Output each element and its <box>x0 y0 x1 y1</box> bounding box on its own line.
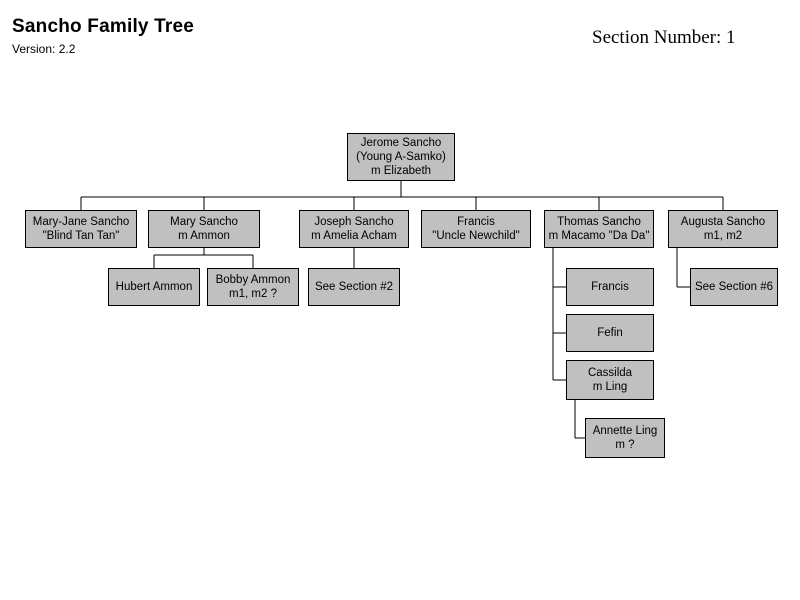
tree-node-line: Annette Ling <box>592 425 658 437</box>
tree-node-line: Francis <box>591 281 629 293</box>
tree-node-thomas[interactable]: Thomas Sancho m Macamo "Da Da" <box>544 210 654 248</box>
tree-node-line: Bobby Ammon <box>215 274 291 286</box>
tree-node-francis-uncle[interactable]: Francis "Uncle Newchild" <box>421 210 531 248</box>
tree-node-mary[interactable]: Mary Sancho m Ammon <box>148 210 260 248</box>
tree-node-mary-jane[interactable]: Mary-Jane Sancho "Blind Tan Tan" <box>25 210 137 248</box>
tree-node-line: Mary Sancho <box>170 216 238 228</box>
section-number-label: Section Number: 1 <box>592 27 736 48</box>
tree-node-see-section-6[interactable]: See Section #6 <box>690 268 778 306</box>
tree-node-line: Mary-Jane Sancho <box>32 216 130 228</box>
tree-node-line: m Amelia Acham <box>311 230 397 242</box>
tree-node-line: Joseph Sancho <box>314 216 394 228</box>
tree-node-cassilda[interactable]: Cassilda m Ling <box>566 360 654 400</box>
tree-node-line: m Ling <box>592 381 628 393</box>
tree-node-line: Hubert Ammon <box>115 281 193 293</box>
tree-node-line: m ? <box>615 439 635 451</box>
tree-node-bobby[interactable]: Bobby Ammon m1, m2 ? <box>207 268 299 306</box>
tree-node-line: Jerome Sancho <box>360 137 442 149</box>
tree-node-line: m1, m2 <box>703 230 743 242</box>
tree-node-line: Cassilda <box>587 367 633 379</box>
tree-node-augusta[interactable]: Augusta Sancho m1, m2 <box>668 210 778 248</box>
version-label: Version: 2.2 <box>12 42 76 56</box>
tree-node-line: Augusta Sancho <box>680 216 766 228</box>
tree-node-annette[interactable]: Annette Ling m ? <box>585 418 665 458</box>
tree-node-line: m Macamo "Da Da" <box>548 230 650 242</box>
tree-node-line: "Uncle Newchild" <box>432 230 520 242</box>
tree-node-line: Fefin <box>597 327 623 339</box>
tree-node-line: Thomas Sancho <box>557 216 641 228</box>
tree-node-line: See Section #2 <box>314 281 393 293</box>
tree-node-line: m1, m2 ? <box>229 288 277 300</box>
tree-node-line: "Blind Tan Tan" <box>42 230 120 242</box>
tree-node-jerome[interactable]: Jerome Sancho (Young A-Samko) m Elizabeth <box>347 133 455 181</box>
tree-node-line: See Section #6 <box>694 281 773 293</box>
tree-node-see-section-2[interactable]: See Section #2 <box>308 268 400 306</box>
tree-node-joseph[interactable]: Joseph Sancho m Amelia Acham <box>299 210 409 248</box>
tree-node-line: m Elizabeth <box>370 165 432 177</box>
tree-node-line: m Ammon <box>178 230 230 242</box>
tree-node-hubert[interactable]: Hubert Ammon <box>108 268 200 306</box>
tree-node-line: (Young A-Samko) <box>356 151 446 163</box>
tree-node-line: Francis <box>457 216 495 228</box>
tree-node-francis-thomas[interactable]: Francis <box>566 268 654 306</box>
tree-node-fefin[interactable]: Fefin <box>566 314 654 352</box>
page-title: Sancho Family Tree <box>12 16 195 37</box>
